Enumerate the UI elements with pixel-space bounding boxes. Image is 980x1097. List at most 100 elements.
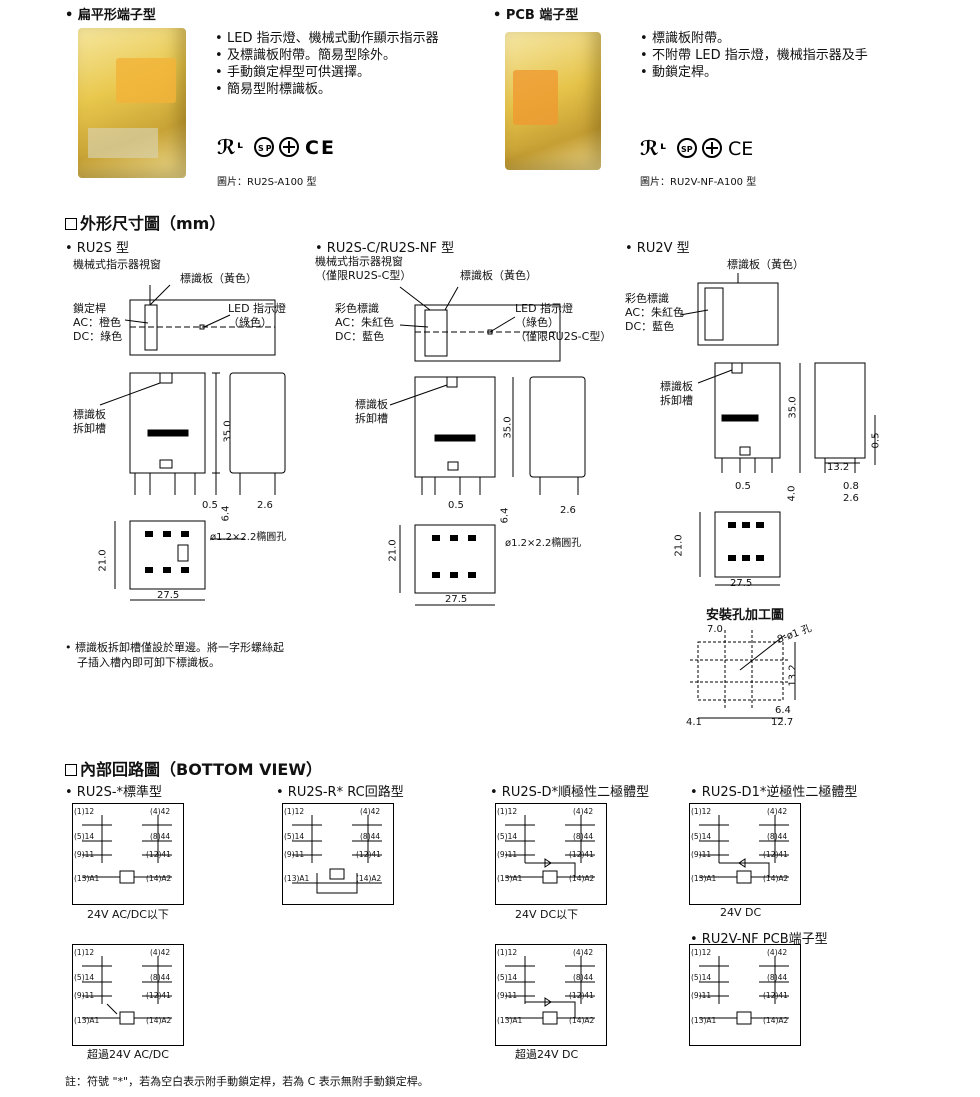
ru2sc-label-window: 機械式指示器視窗（僅限RU2S-C型） (315, 255, 412, 282)
ru2s-dim-height: 35.0 (222, 420, 234, 443)
pin-label: (9)11 (74, 991, 95, 1000)
pcb-feature-2b: 動鎖定桿。 (640, 64, 868, 81)
pin-label: (5)14 (74, 973, 95, 982)
pin-label: (4)42 (767, 807, 788, 816)
pin-label: (5)14 (691, 973, 712, 982)
pin-label: (9)11 (497, 850, 518, 859)
circuit-caption-rev-diode: 24V DC (720, 906, 762, 919)
relay-photo-pcb (505, 32, 601, 170)
circuit-box-std (72, 803, 184, 905)
svg-text:ᶫ: ᶫ (237, 138, 246, 159)
pin-label: (1)12 (691, 807, 712, 816)
ru2sc-dim-hole: ø1.2×2.2橢圓孔 (505, 538, 582, 549)
ru2v-title: • RU2V 型 (625, 241, 690, 256)
ru2v-dim-05b: 0.5 (870, 432, 882, 449)
pin-label: (13)A1 (497, 874, 523, 883)
mount-dim-132: 13.2 (787, 664, 799, 687)
circuit-box-rc (282, 803, 394, 905)
square-bullet-icon (65, 218, 77, 230)
pin-label: (8)44 (150, 973, 171, 982)
ru2s-label-led: LED 指示燈（綠色） (228, 302, 287, 329)
ru2s-dim-275: 27.5 (157, 590, 180, 601)
pin-label: (14)A2 (146, 1016, 172, 1025)
pcb-feature-2: 不附帶 LED 指示燈，機械指示器及手 (640, 47, 868, 64)
pin-label: (8)44 (150, 832, 171, 841)
pin-label: (12)41 (569, 991, 594, 1000)
footnote: 註：符號 "*"，若為空白表示附手動鎖定桿，若為 C 表示無附手動鎖定桿。 (65, 1075, 429, 1088)
ru2v-dim-275: 27.5 (730, 578, 753, 589)
pin-label: (14)A2 (356, 874, 382, 883)
pin-label: (12)41 (356, 850, 381, 859)
pin-label: (13)A1 (691, 874, 717, 883)
pin-label: (8)44 (767, 973, 788, 982)
ru2v-label-slot: 標識板拆卸槽 (660, 380, 693, 407)
pin-label: (9)11 (691, 850, 712, 859)
circuit-title-diode: • RU2S-D*順極性二極體型 (490, 785, 650, 800)
pin-label: (8)44 (360, 832, 381, 841)
ru2s-dim-21: 21.0 (97, 549, 109, 572)
pin-label: (14)A2 (763, 874, 789, 883)
svg-text:ℛ: ℛ (217, 135, 238, 159)
ru2v-dim-height: 35.0 (787, 396, 799, 419)
cert-marks-flat: ℛ ᶫ SP CE (217, 135, 337, 165)
ru2v-dim-21: 21.0 (673, 534, 685, 557)
circuit-caption-std: 24V AC/DC以下 (87, 908, 169, 921)
ru2sc-label-slot: 標識板拆卸槽 (355, 398, 388, 425)
pin-label: (1)12 (74, 807, 95, 816)
svg-text:CE: CE (305, 137, 336, 159)
section-title-circuits: 內部回路圖（BOTTOM VIEW） (65, 756, 322, 780)
ru2s-label-nameplate: 標識板（黃色） (180, 272, 257, 285)
ru2sc-dim-21: 21.0 (387, 539, 399, 562)
pin-label: (14)A2 (146, 874, 172, 883)
ru2v-drawing (679, 273, 876, 586)
cert-marks-pcb: ℛ ᶫ SP CE (640, 136, 753, 160)
flat-feature-1b: 及標識板附帶。簡易型除外。 (215, 47, 439, 64)
pin-label: (9)11 (74, 850, 95, 859)
ru2s-dim-64: 6.4 (220, 505, 232, 522)
pin-label: (13)A1 (284, 874, 310, 883)
pin-label: (9)11 (691, 991, 712, 1000)
pin-label: (13)A1 (691, 1016, 717, 1025)
ru2s-drawing (99, 284, 286, 601)
mount-dim-70: 7.0 (707, 624, 723, 635)
cert-icons: ℛ ᶫ SP CE (217, 135, 336, 159)
ru2v-dim-132: 13.2 (827, 462, 850, 473)
pin-label: (5)14 (74, 832, 95, 841)
photo-caption-flat: 圖片：RU2S-A100 型 (217, 177, 317, 188)
ru2v-dim-40: 4.0 (786, 485, 798, 502)
flat-feature-list: LED 指示燈、機械式動作顯示指示器 及標識板附帶。簡易型除外。 手動鎖定桿型可… (215, 30, 439, 98)
pin-label: (13)A1 (74, 874, 100, 883)
pin-label: (1)12 (284, 807, 305, 816)
pin-label: (4)42 (150, 948, 171, 957)
ru2sc-label-led: LED 指示燈（綠色）（僅限RU2S-C型） (515, 302, 612, 343)
circuit-caption-diode-high: 超過24V DC (515, 1048, 579, 1061)
ru2sc-dim-64: 6.4 (499, 507, 511, 524)
ru2sc-dim-05: 0.5 (448, 500, 464, 511)
svg-text:SP: SP (681, 145, 693, 154)
flat-feature-2: 手動鎖定桿型可供選擇。 (215, 64, 439, 81)
pin-label: (8)44 (573, 832, 594, 841)
pin-label: (1)12 (691, 948, 712, 957)
circuit-title-pcb: • RU2V-NF PCB端子型 (690, 932, 828, 947)
ru2sc-label-nameplate: 標識板（黃色） (460, 269, 537, 282)
pin-label: (12)41 (146, 991, 171, 1000)
ru2sc-title: • RU2S-C/RU2S-NF 型 (315, 241, 455, 256)
ru2s-dim-hole: ø1.2×2.2橢圓孔 (210, 532, 287, 543)
circuit-box-diode (495, 803, 607, 905)
circuit-title-rc: • RU2S-R* RC回路型 (276, 785, 404, 800)
pin-label: (5)14 (497, 832, 518, 841)
circuit-caption-diode: 24V DC以下 (515, 908, 579, 921)
dims-note: • 標識板拆卸槽僅設於單邊。將一字形螺絲起子插入槽內即可卸下標識板。 (65, 641, 284, 669)
square-bullet-icon (65, 764, 77, 776)
circuit-box-diode-high (495, 944, 607, 1046)
section-title-dims: 外形尺寸圖（mm） (65, 210, 225, 234)
pin-label: (12)41 (569, 850, 594, 859)
svg-text:SP: SP (258, 144, 274, 153)
svg-text:ᶫ: ᶫ (660, 139, 667, 160)
pin-label: (5)14 (284, 832, 305, 841)
circuit-box-std-high (72, 944, 184, 1046)
pin-label: (9)11 (284, 850, 305, 859)
ru2s-dim-26: 2.6 (257, 500, 273, 511)
